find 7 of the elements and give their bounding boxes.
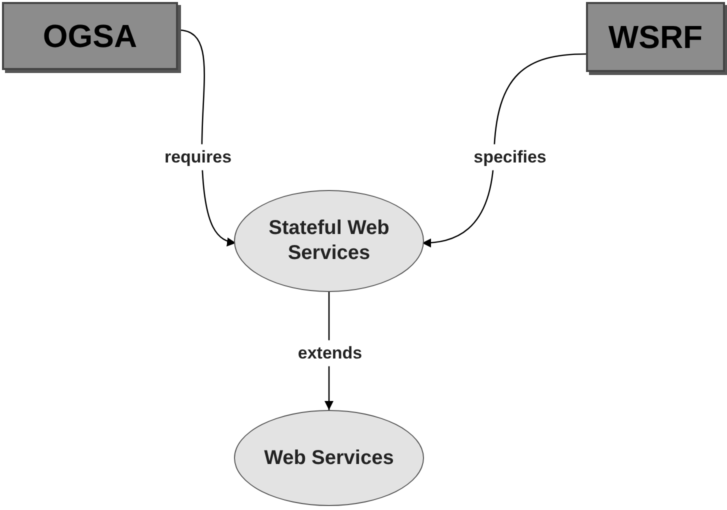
arrow [422,53,586,248]
node-label: WSRF [608,21,703,53]
node-label: Web Services [263,446,395,470]
node-label: Stateful Web Services [268,216,390,266]
node-label: OGSA [42,20,138,52]
process-box [2,2,178,70]
process-box [586,2,725,72]
